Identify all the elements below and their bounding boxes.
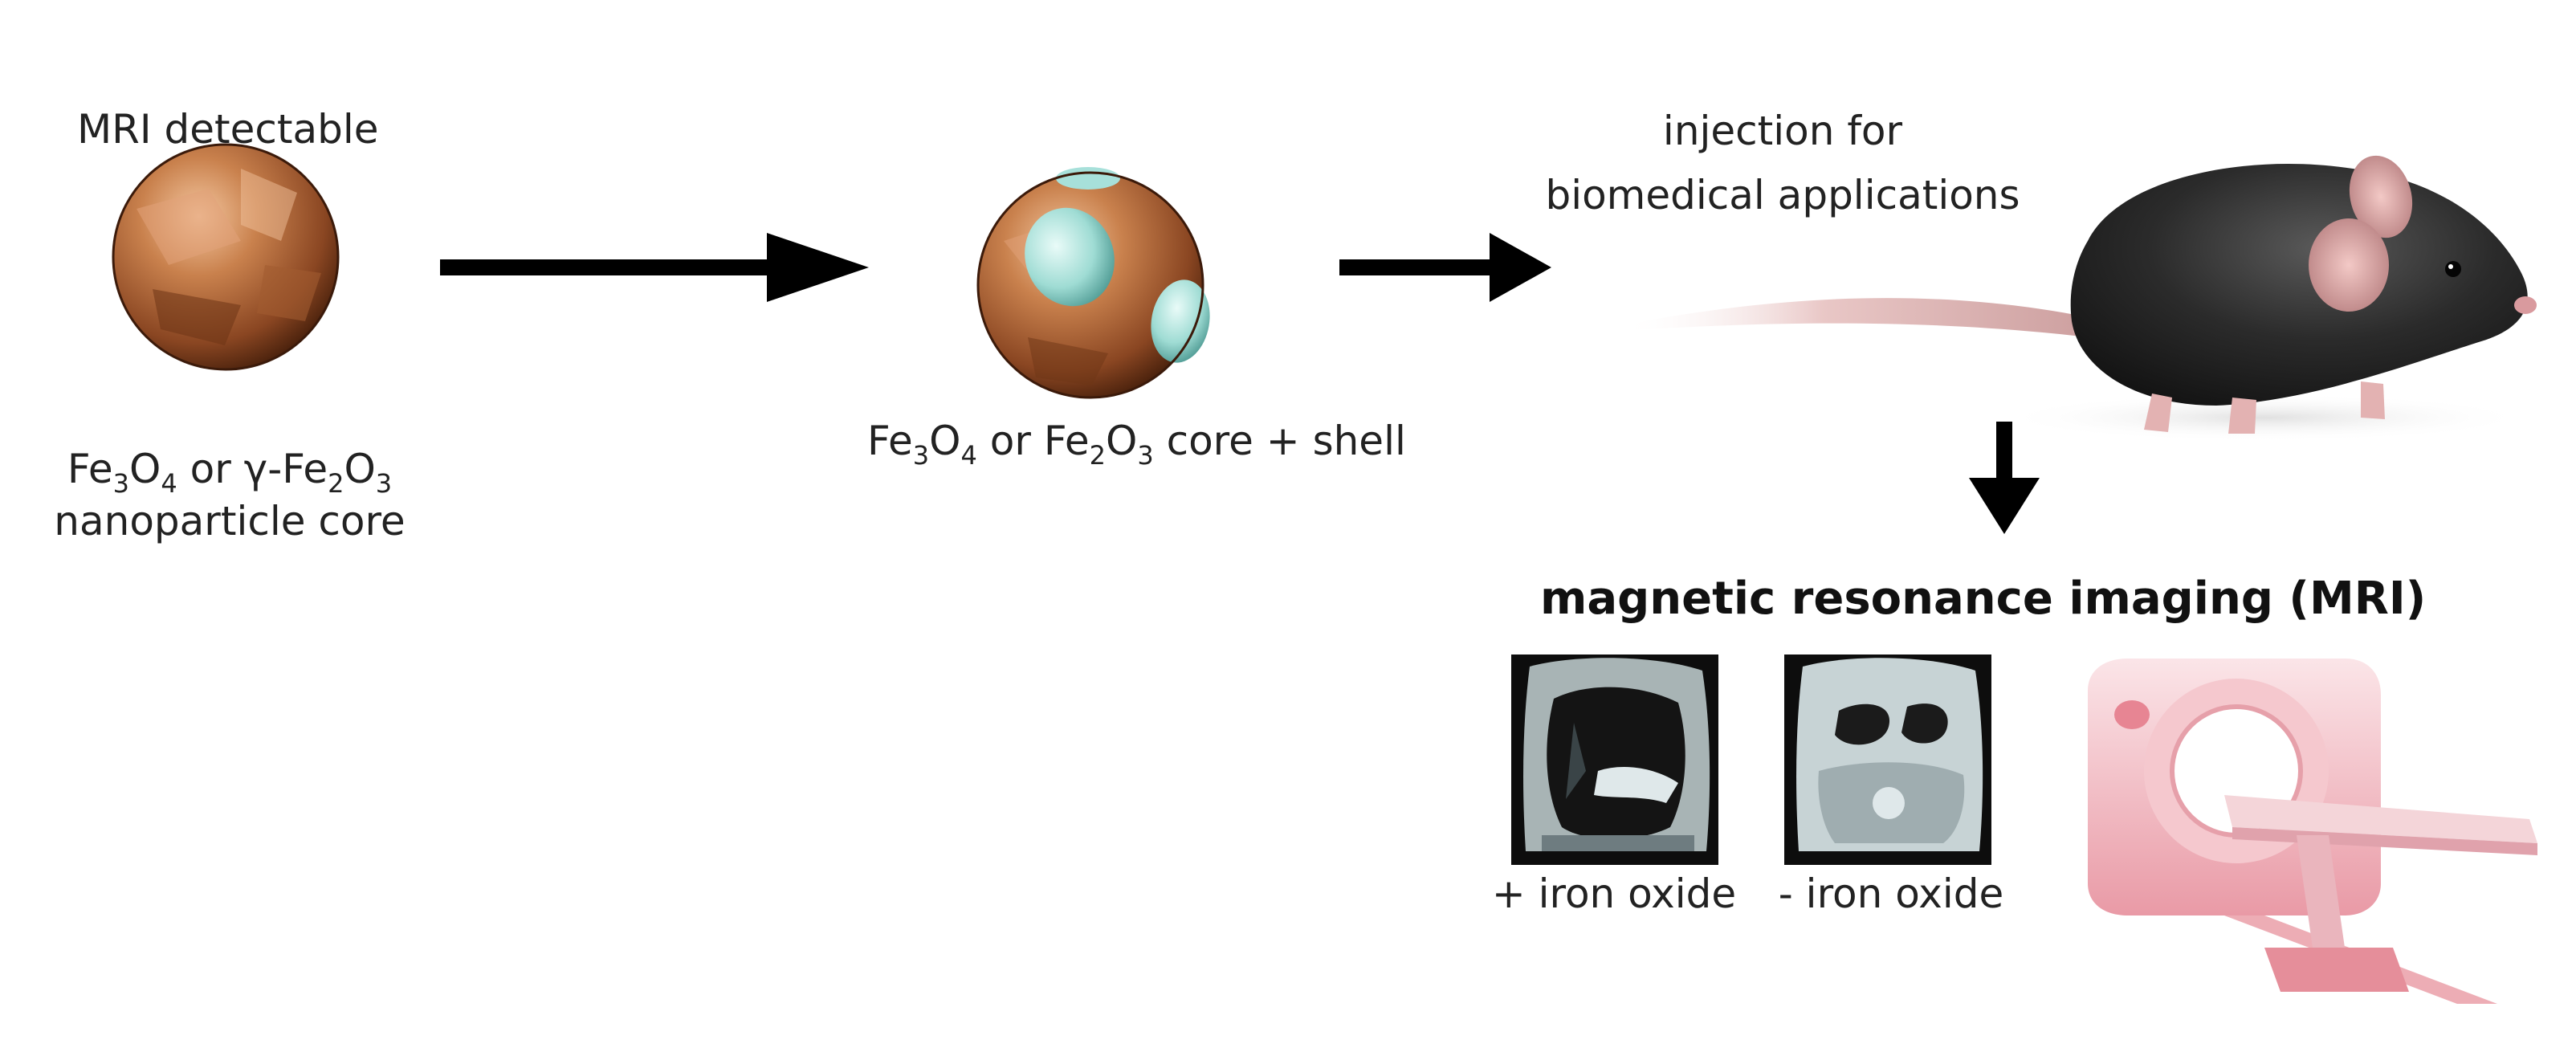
mri-title: magnetic resonance imaging (MRI) <box>1540 573 2427 625</box>
nanoparticle-core-label: nanoparticle core <box>54 498 406 544</box>
mri-detectable-label: MRI detectable <box>77 106 379 153</box>
mri-scanner-icon <box>2088 659 2537 1004</box>
mri-scan-without-iron-oxide <box>1784 654 1991 865</box>
mouse-icon <box>1622 155 2537 442</box>
arrow-down-icon <box>1969 422 2040 534</box>
mri-scan-with-iron-oxide <box>1511 654 1718 865</box>
core-shell-particle-icon <box>976 167 1210 399</box>
core-shell-label: Fe3O4 or Fe2O3 core + shell <box>867 418 1406 471</box>
injection-label-line1: injection for <box>1662 108 1903 154</box>
arrow-right-icon <box>440 233 869 302</box>
with-iron-oxide-label: + iron oxide <box>1491 871 1737 917</box>
core-formula-label: Fe3O4 or γ-Fe2O3 <box>67 446 393 499</box>
nanoparticle-core-icon <box>112 143 340 371</box>
without-iron-oxide-label: - iron oxide <box>1778 871 2004 917</box>
injection-label-line2: biomedical applications <box>1545 172 2020 218</box>
arrow-right-icon <box>1339 233 1551 302</box>
